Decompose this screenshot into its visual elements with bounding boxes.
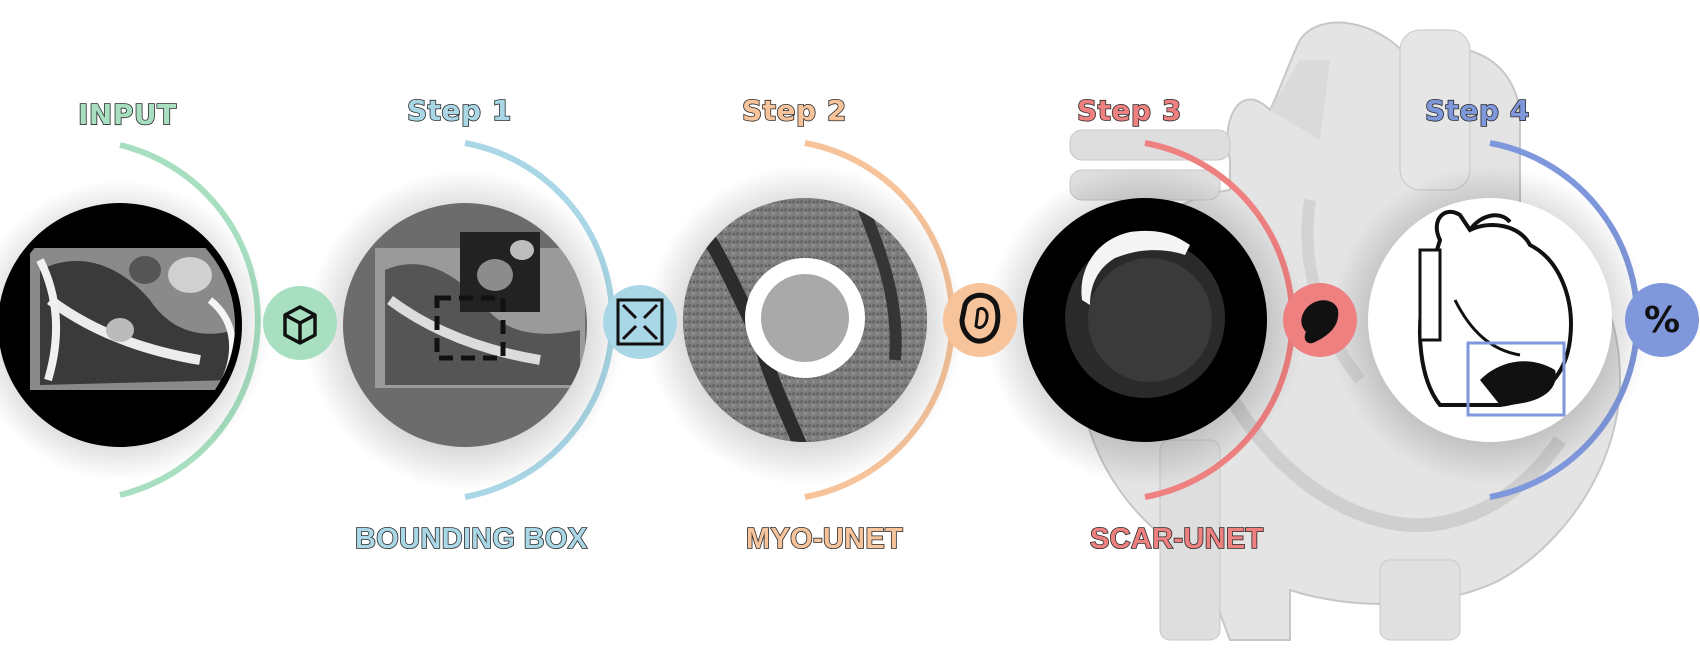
step2-bottom-label: MYO-UNET <box>745 522 904 556</box>
percent-icon-text: % <box>1644 300 1680 341</box>
input-title: INPUT <box>77 97 177 132</box>
step3-bottom-label: SCAR-UNET <box>1089 522 1264 556</box>
percent-icon: % <box>1625 283 1699 357</box>
mri-myocardium-segmentation <box>683 198 927 442</box>
mri-full-slice <box>0 203 242 447</box>
mri-cropped-bounding-box <box>343 203 587 447</box>
myocardium-ring-icon <box>943 283 1017 357</box>
shrink-arrows-icon <box>603 285 677 359</box>
step1-bottom-label: BOUNDING BOX <box>354 522 588 556</box>
mri-scar-segmentation <box>1023 198 1267 442</box>
step4-title: Step 4 <box>1424 93 1530 128</box>
step1-title: Step 1 <box>406 93 512 128</box>
step3-title: Step 3 <box>1076 93 1182 128</box>
cube-icon <box>263 286 337 360</box>
scar-blob-icon <box>1283 283 1357 357</box>
heart-scar-illustration <box>1368 198 1612 442</box>
step2-title: Step 2 <box>741 93 847 128</box>
